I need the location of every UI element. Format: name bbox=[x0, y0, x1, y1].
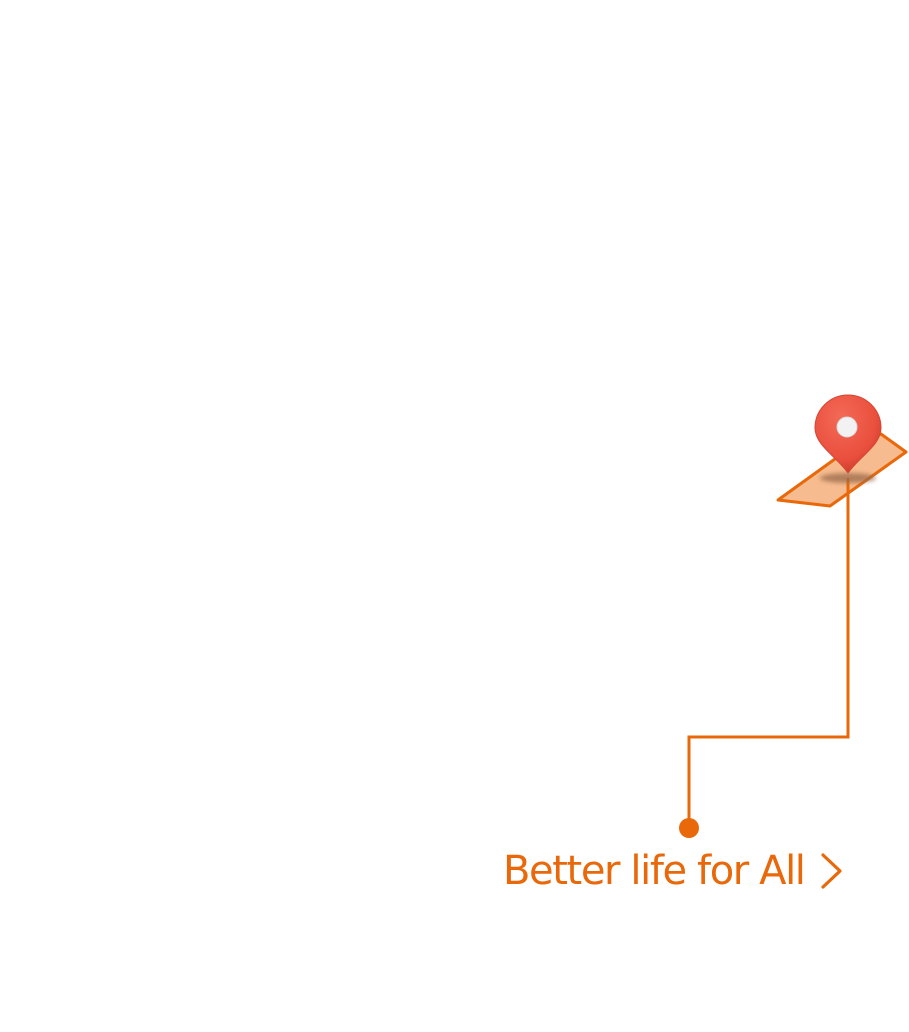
chevron-right-icon bbox=[820, 853, 842, 889]
better-life-link[interactable]: Better life for All bbox=[503, 843, 845, 899]
better-life-label: Better life for All bbox=[503, 848, 806, 894]
connector-line bbox=[687, 478, 850, 828]
connector-dot bbox=[679, 818, 699, 838]
pin-shadow bbox=[820, 473, 876, 483]
map-pin-icon bbox=[814, 394, 882, 474]
